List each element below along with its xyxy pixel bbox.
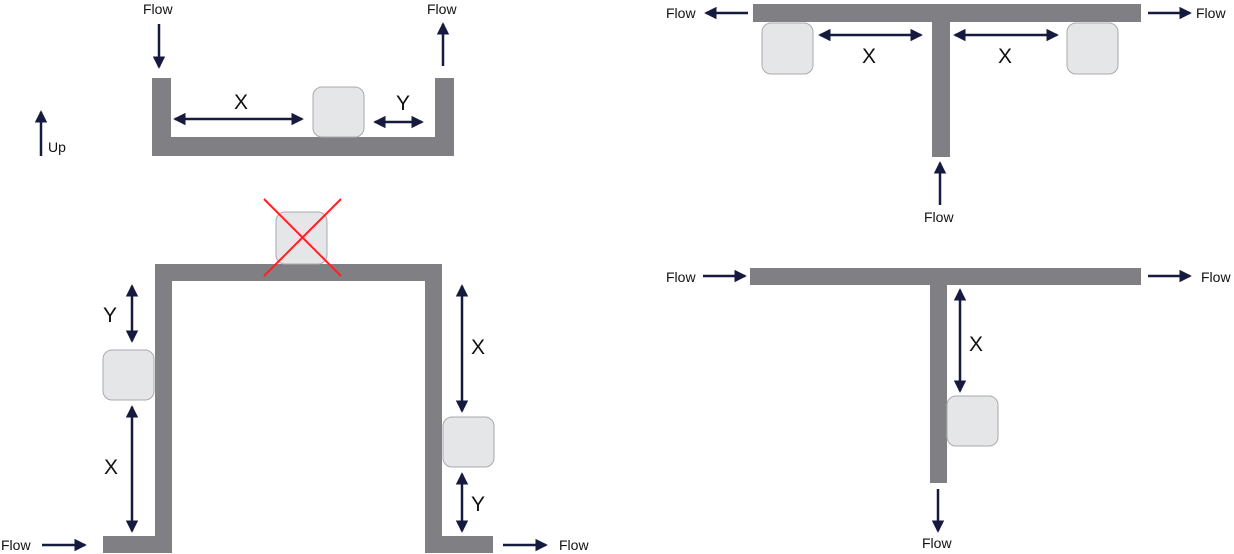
flow-label: Flow (427, 1, 457, 17)
flow-label: Flow (559, 537, 589, 553)
pipe-segment (155, 264, 442, 281)
flow-label: Flow (143, 1, 173, 17)
x-label: X (862, 45, 876, 68)
pipe-segment (435, 78, 454, 156)
flow-sensor (312, 86, 365, 138)
up-indicator: Up (34, 110, 66, 156)
pipe-segment (103, 536, 172, 553)
pipe-segment (152, 137, 454, 156)
x-label: X (104, 456, 118, 479)
flow-sensor (761, 22, 814, 75)
flow-label: Flow (924, 209, 954, 225)
pipe-segment (932, 4, 950, 157)
red-x-cross-icon (263, 198, 342, 277)
pipe-segment (425, 264, 442, 553)
x-label: X (969, 333, 983, 356)
x-label: X (234, 91, 248, 114)
inverted-u-pipe-diagram: Y X X Y Flow Flow (1, 198, 589, 553)
flow-sensor (442, 416, 495, 468)
flow-sensor (1066, 22, 1119, 75)
x-label: X (998, 45, 1012, 68)
pipe-segment (425, 536, 493, 553)
pipe-segment (930, 268, 947, 483)
pipe-segment (152, 78, 171, 156)
flow-sensor (946, 395, 999, 447)
t-junction-split-diagram: X X Flow Flow Flow (666, 4, 1226, 225)
flow-label: Flow (666, 269, 696, 285)
y-label: Y (396, 92, 410, 115)
flow-label: Flow (1196, 5, 1226, 21)
pipe-segment (155, 264, 172, 553)
y-label: Y (103, 304, 117, 327)
flow-label: Flow (1201, 269, 1231, 285)
flow-sensor (102, 349, 155, 401)
t-junction-branch-diagram: X Flow Flow Flow (666, 268, 1231, 551)
flow-label: Flow (1, 537, 31, 553)
y-label: Y (471, 493, 485, 516)
flow-label: Flow (666, 5, 696, 21)
up-label: Up (48, 139, 66, 155)
x-label: X (471, 336, 485, 359)
u-pipe-diagram: X Y Flow Flow (143, 1, 457, 156)
flow-label: Flow (922, 535, 952, 551)
